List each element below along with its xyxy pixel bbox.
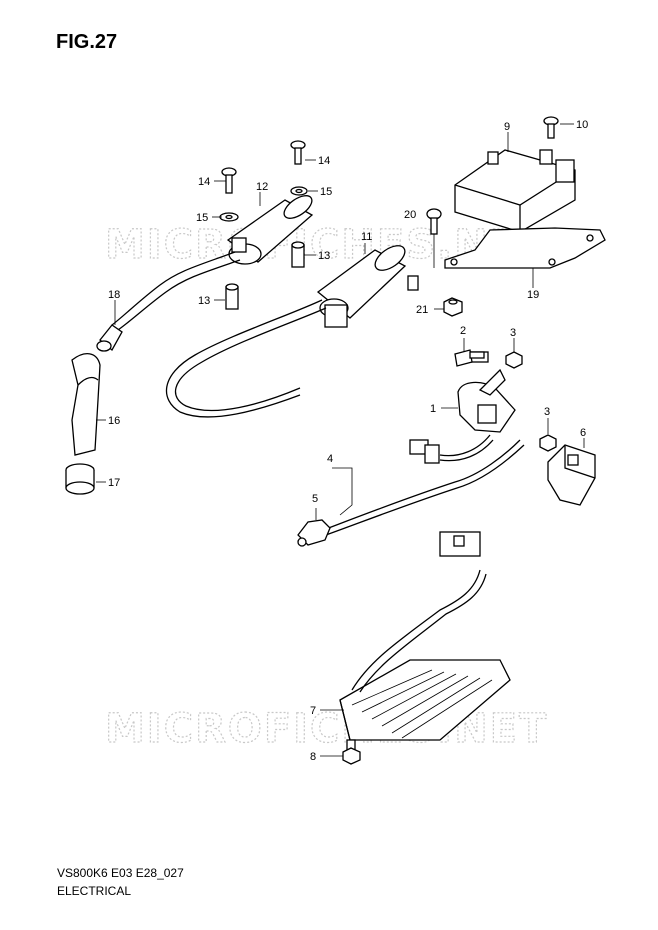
part-7-regulator-rectifier[interactable] (339, 531, 511, 741)
part-15-washer-right[interactable] (290, 186, 308, 196)
callout-19: 19 (527, 289, 539, 301)
callout-17: 17 (108, 477, 120, 489)
part-17-seal[interactable] (65, 463, 95, 495)
figure-title: FIG.27 (56, 31, 118, 53)
callout-16: 16 (108, 415, 120, 427)
callout-18: 18 (108, 289, 120, 301)
part-14-screw-upper[interactable] (290, 140, 306, 165)
part-19-bracket[interactable] (444, 227, 606, 269)
callout-13-upper: 13 (318, 250, 330, 262)
high-tension-lead-lower (165, 299, 327, 418)
callout-15-left: 15 (196, 212, 208, 224)
callout-3-upper: 3 (510, 327, 516, 339)
part-14-screw-left[interactable] (221, 167, 237, 194)
callout-11: 11 (361, 231, 372, 243)
callout-1: 1 (430, 403, 436, 415)
part-18-plug-cap[interactable] (96, 324, 123, 352)
part-21-nut[interactable] (443, 297, 463, 317)
callout-21: 21 (416, 304, 428, 316)
part-15-washer-left[interactable] (219, 212, 239, 222)
part-11-ignition-coil[interactable] (316, 241, 419, 328)
callout-6: 6 (580, 427, 586, 439)
part-16-plug-boot[interactable] (71, 353, 101, 456)
callout-labels: 1 2 3 3 4 5 6 7 8 9 10 11 12 13 13 14 14… (108, 119, 588, 763)
callout-2: 2 (460, 325, 466, 337)
part-4-wire-lead[interactable] (309, 434, 525, 541)
part-8-bolt[interactable] (342, 739, 361, 765)
part-3-nut-lower[interactable] (539, 434, 557, 452)
callout-5: 5 (312, 493, 318, 505)
callout-14-upper: 14 (318, 155, 330, 167)
callout-9: 9 (504, 121, 510, 133)
part-13-spacer-lower[interactable] (225, 283, 239, 310)
part-13-spacer-upper[interactable] (291, 241, 305, 268)
callout-15-right: 15 (320, 186, 332, 198)
watermark-bottom: MICROFICHES.NET (105, 706, 548, 752)
callout-10: 10 (576, 119, 588, 131)
callout-3-lower: 3 (544, 406, 550, 418)
leader-lines (96, 123, 585, 757)
model-code: VS800K6 E03 E28_027 (57, 866, 184, 880)
high-tension-lead-upper (111, 251, 241, 331)
part-6-terminal-cover[interactable] (547, 444, 596, 506)
callout-4: 4 (327, 453, 333, 465)
callout-8: 8 (310, 751, 316, 763)
part-5-terminal[interactable] (297, 519, 331, 547)
part-9-cdi-unit[interactable] (454, 149, 576, 233)
callout-14-left: 14 (198, 176, 210, 188)
callout-13-lower: 13 (198, 295, 210, 307)
part-10-screw[interactable] (543, 116, 559, 139)
callout-7: 7 (310, 705, 316, 717)
part-12-ignition-coil[interactable] (226, 191, 316, 265)
callout-20: 20 (404, 209, 416, 221)
part-3-nut-upper[interactable] (505, 351, 523, 369)
part-2-bolt[interactable] (454, 349, 485, 367)
part-20-screw[interactable] (426, 208, 442, 235)
callout-12: 12 (256, 181, 268, 193)
section-name: ELECTRICAL (57, 884, 132, 898)
